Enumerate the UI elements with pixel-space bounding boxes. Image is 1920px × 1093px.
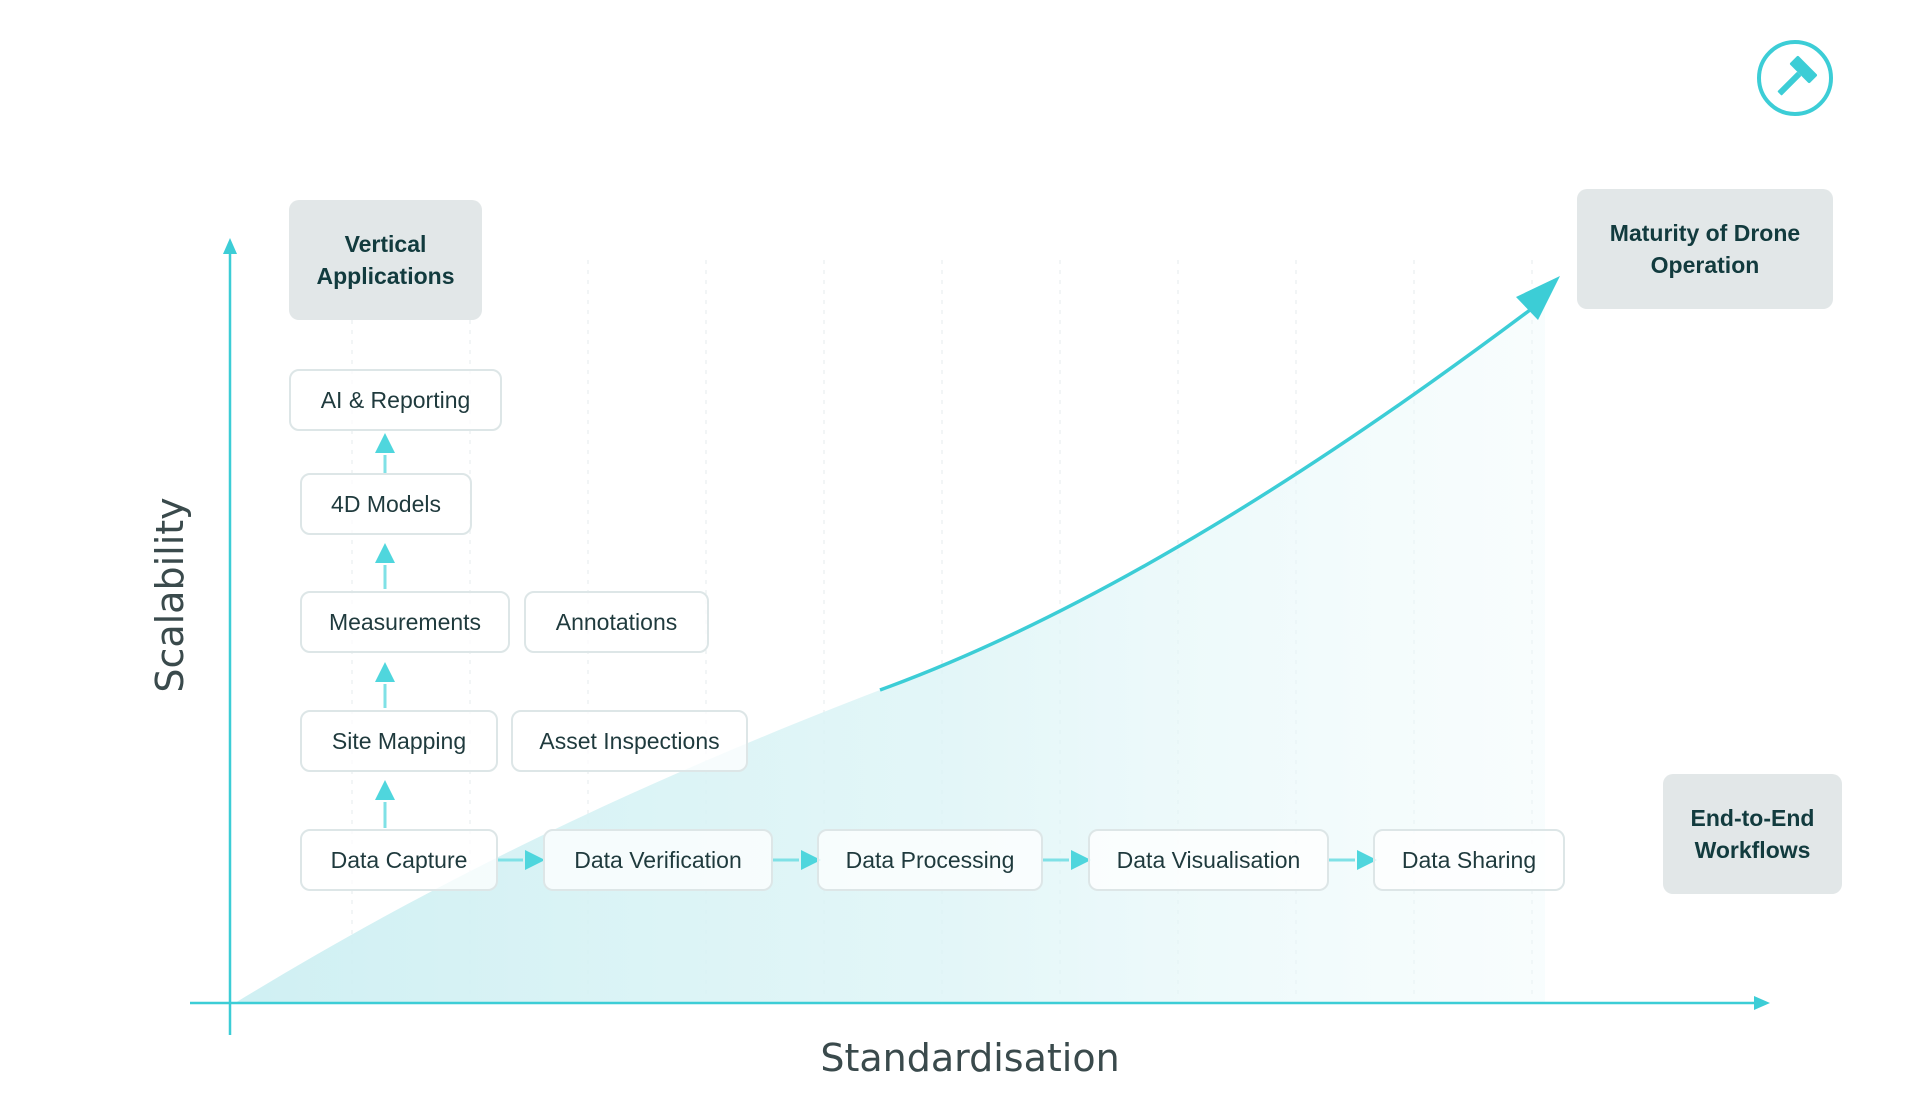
site-mapping-box: Site Mapping — [300, 710, 498, 772]
data-processing-box: Data Processing — [817, 829, 1043, 891]
measurements-box: Measurements — [300, 591, 510, 653]
growth-curve — [879, 308, 1532, 692]
label-line: Applications — [316, 263, 455, 289]
y-axis-arrowhead — [223, 238, 237, 254]
growth-area — [235, 300, 1545, 1003]
workflow-arrows — [497, 850, 1377, 870]
growth-curve-arrowhead — [1516, 276, 1560, 320]
label-line: Operation — [1650, 252, 1760, 278]
label-line: End-to-End — [1690, 805, 1815, 831]
asset-inspections-box: Asset Inspections — [511, 710, 748, 772]
stack-arrows — [375, 433, 395, 828]
data-visualisation-box: Data Visualisation — [1088, 829, 1329, 891]
label-line: Vertical — [344, 231, 427, 257]
x-axis-arrowhead — [1754, 996, 1770, 1010]
ai-reporting-box: AI & Reporting — [289, 369, 502, 431]
annotations-box: Annotations — [524, 591, 709, 653]
label-line: Workflows — [1694, 837, 1811, 863]
y-axis-label: Scalability — [148, 497, 192, 693]
maturity-label: Maturity of Drone Operation — [1577, 189, 1833, 309]
data-verification-box: Data Verification — [543, 829, 773, 891]
data-capture-box: Data Capture — [300, 829, 498, 891]
end-to-end-label: End-to-End Workflows — [1663, 774, 1842, 894]
4d-models-box: 4D Models — [300, 473, 472, 535]
data-sharing-box: Data Sharing — [1373, 829, 1565, 891]
x-axis-label: Standardisation — [820, 1036, 1120, 1080]
label-line: Maturity of Drone — [1609, 220, 1801, 246]
hammer-icon[interactable] — [1755, 38, 1835, 118]
vertical-applications-label: Vertical Applications — [289, 200, 482, 320]
